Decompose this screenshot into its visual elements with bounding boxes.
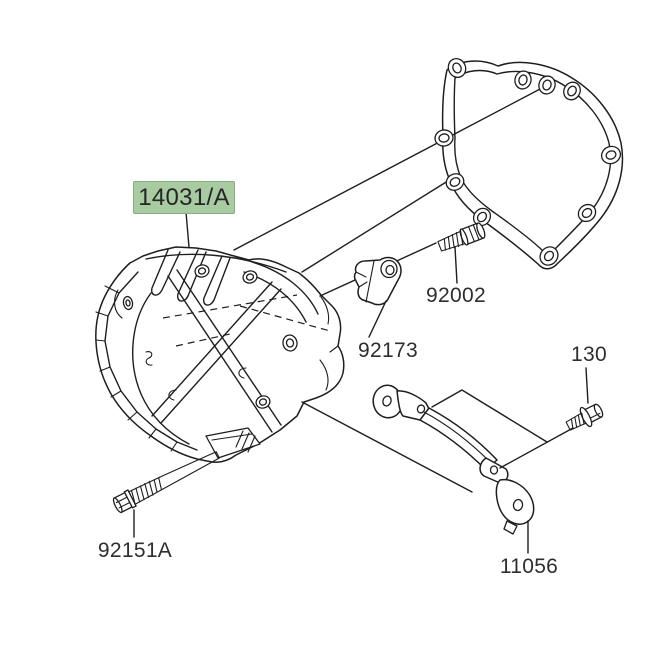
part-label-bolt-hex[interactable]: 92151A	[97, 539, 173, 562]
holder-92173-leader	[368, 300, 387, 338]
part-label-bracket[interactable]: 11056	[499, 555, 559, 578]
bracket-11056-drawing	[372, 384, 535, 535]
bolt-92151a-drawing	[112, 451, 220, 514]
bolt-130-leaders	[431, 367, 589, 469]
part-label-bolt-flanged[interactable]: 130	[571, 343, 607, 366]
cover-bolt-holes	[122, 264, 298, 409]
part-label-cover-highlighted[interactable]: 14031/A	[133, 181, 235, 214]
bracket-alignment-line	[301, 401, 473, 493]
engine-cover-drawing	[95, 246, 345, 463]
part-label-screw[interactable]: 92002	[426, 284, 486, 307]
part-number-cover: 14031/A	[138, 183, 230, 211]
bolt-130-drawing	[565, 403, 604, 431]
screw-92002-drawing	[437, 222, 486, 252]
screw-92002-leader	[454, 246, 458, 284]
gasket-alignment-lines	[233, 87, 543, 273]
cover-bottom-boss	[205, 427, 261, 459]
holder-92173-drawing	[353, 256, 402, 306]
cover-label-leader	[185, 211, 190, 248]
gasket-bolt-holes	[434, 58, 622, 266]
part-label-holder[interactable]: 92173	[358, 339, 418, 362]
